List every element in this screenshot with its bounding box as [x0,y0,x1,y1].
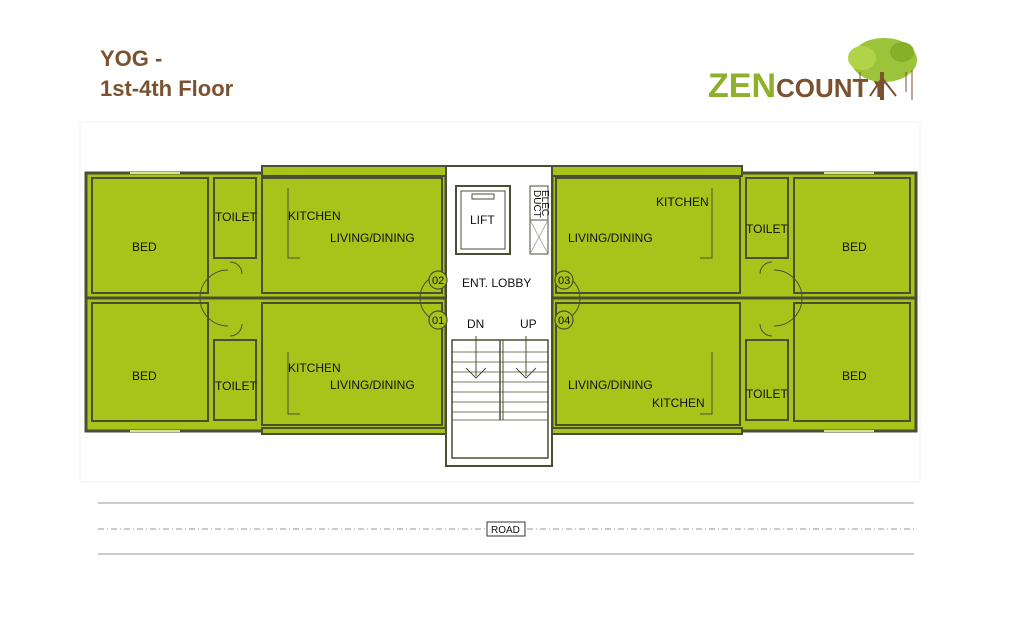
label-toilet: TOILET [746,387,788,401]
stair-up-arrow-icon [515,336,537,379]
road: ROAD [98,502,914,555]
label-bed: BED [842,240,867,254]
label-bed: BED [842,369,867,383]
plan-title: YOG - 1st-4th Floor [100,44,233,104]
label-living-dining: LIVING/DINING [330,231,415,245]
label-living-dining: LIVING/DINING [568,378,653,392]
unit-number: 03 [558,275,570,287]
right-block [550,165,918,435]
unit-01-marker [428,310,448,330]
unit-02-marker [428,270,448,290]
label-ent-lobby: ENT. LOBBY [462,276,531,290]
label-duct: DUCT [531,190,542,218]
label-bed: BED [132,369,157,383]
left-block [84,165,448,435]
core [428,165,574,467]
label-bed: BED [132,240,157,254]
road-label: ROAD [491,525,520,536]
label-kitchen: KITCHEN [288,361,341,375]
label-kitchen: KITCHEN [656,195,709,209]
label-living-dining: LIVING/DINING [330,378,415,392]
label-dn: DN [467,317,484,331]
label-kitchen: KITCHEN [652,396,705,410]
unit-03-marker [554,270,574,290]
unit-number: 04 [558,315,570,327]
title-line-2: 1st-4th Floor [100,76,234,101]
title-line-1: YOG - [100,46,163,71]
stair-down-arrow-icon [465,336,487,379]
tree-icon [848,38,917,100]
logo-zen: ZEN [708,67,776,105]
lift [455,185,511,255]
label-toilet: TOILET [215,379,257,393]
label-kitchen: KITCHEN [288,209,341,223]
label-lift: LIFT [470,213,495,227]
unit-number: 01 [432,315,444,327]
logo-county: COUNT [776,73,869,103]
label-living-dining: LIVING/DINING [568,231,653,245]
label-elec: ELEC [539,190,550,216]
label-up: UP [520,317,537,331]
label-toilet: TOILET [746,222,788,236]
unit-number: 02 [432,275,444,287]
unit-04-marker [554,310,574,330]
label-toilet: TOILET [215,210,257,224]
